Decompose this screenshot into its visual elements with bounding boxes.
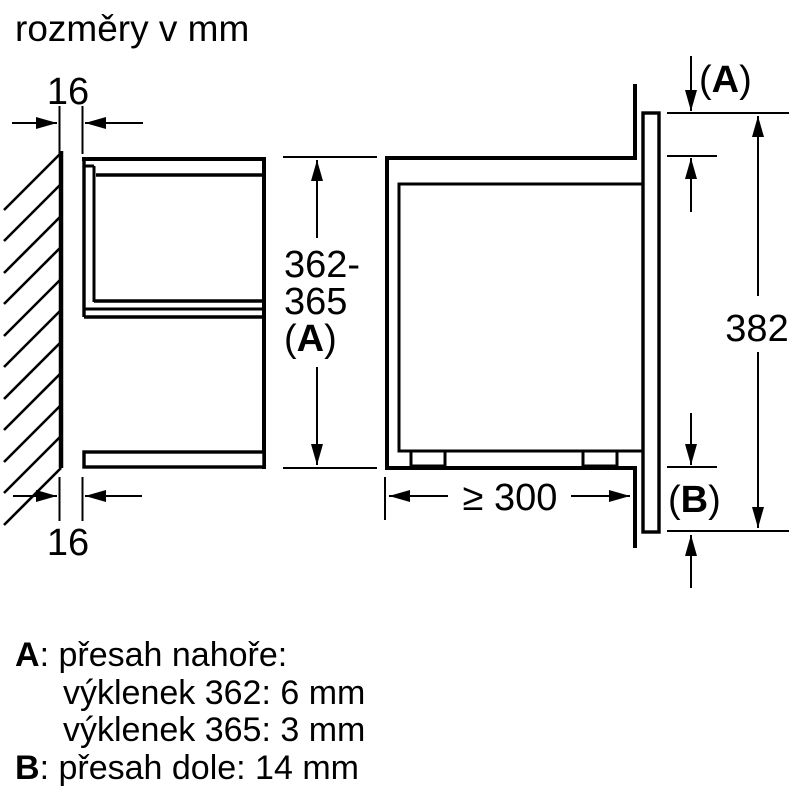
- dim-ref-label: (A): [284, 318, 337, 360]
- cabinet-section-left: [82, 157, 266, 469]
- dim-min-depth: ≥ 300: [384, 477, 630, 520]
- dim-door-height: 382: [667, 116, 789, 532]
- dim-label: 16: [47, 522, 89, 564]
- dim-ref-label: (B): [668, 479, 721, 521]
- appliance-body: [397, 182, 643, 453]
- legend: A: přesah nahoře: výklenek 362: 6 mm výk…: [15, 636, 366, 787]
- dim-wall-gap-bottom: 16: [13, 477, 142, 564]
- dim-overhang-bottom: (B): [667, 413, 721, 588]
- niche-shelf: [84, 299, 264, 319]
- legend-key-b: B: [15, 748, 40, 787]
- wall-hatching: [3, 152, 62, 526]
- cabinet-outline: [82, 157, 266, 469]
- legend-key-a: A: [15, 636, 40, 674]
- niche-section-right: [385, 84, 661, 548]
- dim-overhang-top: (A): [667, 56, 789, 212]
- back-spacer-bar: [84, 164, 96, 302]
- appliance-foot-left: [409, 449, 447, 468]
- dim-label: 365: [284, 281, 347, 323]
- dim-label: 382: [725, 308, 788, 350]
- dim-wall-gap-top: 16: [12, 71, 143, 154]
- legend-text-b: přesah dole: 14 mm: [58, 748, 359, 787]
- legend-line-a: A: přesah nahoře:: [15, 636, 288, 674]
- dim-label: ≥ 300: [463, 477, 558, 519]
- dim-ref-label: (A): [699, 59, 752, 101]
- legend-line-a2: výklenek 365: 3 mm: [63, 711, 366, 749]
- legend-line-b: B: přesah dole: 14 mm: [15, 748, 359, 787]
- legend-text-a: přesah nahoře:: [58, 636, 288, 674]
- legend-line-a1: výklenek 362: 6 mm: [63, 673, 366, 712]
- dim-niche-height: 362- 365 (A): [283, 156, 377, 469]
- niche-outline: [385, 156, 637, 470]
- appliance-foot-right: [581, 449, 619, 468]
- dim-label: 362-: [284, 244, 360, 286]
- bottom-shelf: [82, 450, 266, 469]
- door-panel: [641, 111, 661, 534]
- page-title: rozměry v mm: [15, 8, 250, 49]
- dim-label: 16: [47, 71, 89, 113]
